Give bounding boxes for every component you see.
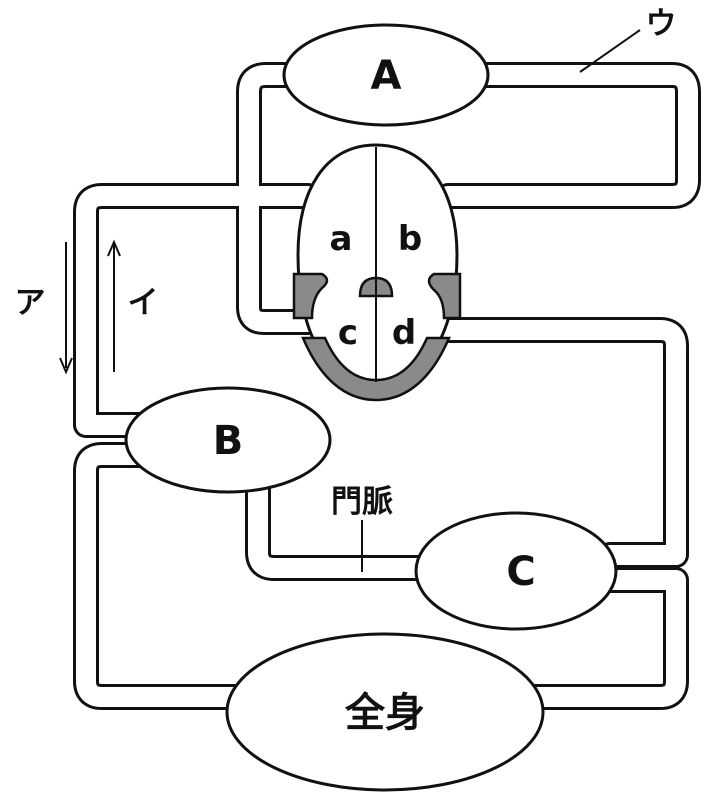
chamber-b-label: b — [398, 219, 422, 259]
heart — [292, 143, 462, 402]
body-organ — [225, 632, 545, 792]
right-valve — [427, 272, 462, 320]
left-valve — [292, 272, 329, 320]
chamber-a-label: a — [330, 219, 353, 259]
arrow-down — [59, 242, 73, 375]
organ-a — [282, 23, 490, 127]
arrow-up — [107, 239, 121, 372]
organ-c-label: C — [506, 549, 535, 595]
heart-lower-wall — [301, 336, 451, 402]
body-label: 全身 — [344, 690, 425, 736]
organ-a-label: A — [371, 53, 402, 99]
organ-b-label: B — [213, 418, 244, 464]
chamber-d-label: d — [392, 313, 416, 353]
portal-vein-label: 門脈 — [331, 484, 393, 520]
vessels — [73, 62, 701, 710]
vessel-u-leader — [579, 29, 641, 73]
organ-c — [414, 511, 618, 631]
chamber-c-label: c — [338, 313, 358, 353]
vessel-u-label: ウ — [646, 6, 677, 42]
arrow-a-label: ア — [15, 285, 46, 321]
arrow-i-label: イ — [128, 285, 159, 321]
organ-b — [124, 386, 332, 494]
